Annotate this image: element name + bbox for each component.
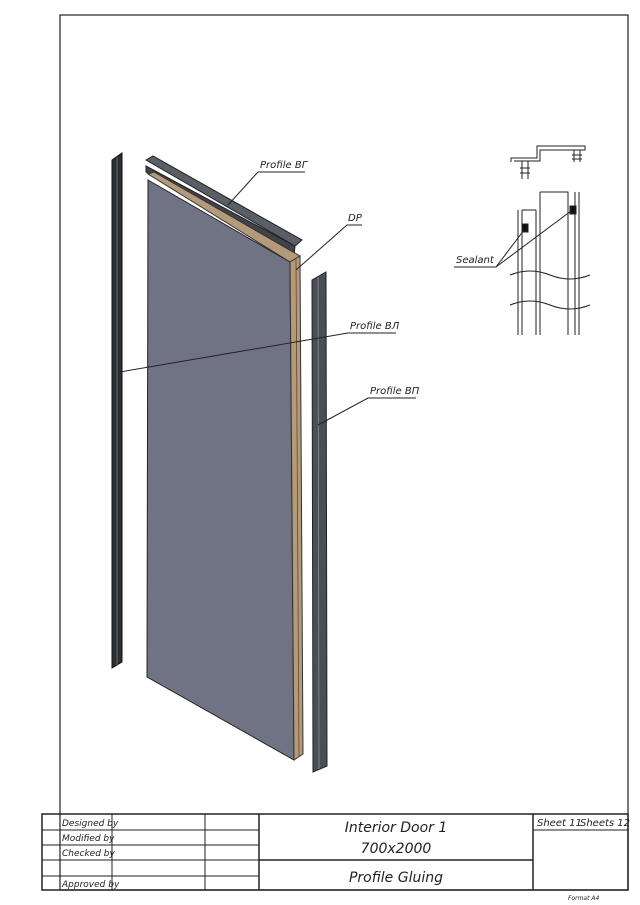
drawing-subtitle: Profile Gluing — [349, 870, 443, 886]
role-designed-by: Designed by — [62, 819, 119, 829]
profile-left — [111, 152, 123, 669]
label-sealant: Sealant — [456, 255, 495, 266]
callout-profile-left: Profile ВЛ — [119, 321, 400, 373]
callout-profile-top: Profile ВГ — [227, 160, 309, 206]
title-block — [41, 813, 629, 891]
sheet-number: Sheet 11 — [537, 818, 582, 829]
callout-dp: DP — [295, 213, 363, 271]
drawing-title: Interior Door 1 — [345, 820, 448, 836]
label-dp: DP — [348, 213, 363, 224]
label-profile-left: Profile ВЛ — [350, 321, 400, 332]
label-profile-top: Profile ВГ — [260, 160, 309, 171]
door-panel — [146, 171, 304, 761]
sheets-total: Sheets 12 — [580, 818, 630, 829]
role-modified-by: Modified by — [62, 834, 115, 844]
callout-profile-right: Profile ВП — [317, 386, 420, 426]
label-profile-right: Profile ВП — [370, 386, 420, 397]
detail-section: Sealant — [454, 145, 591, 335]
paper-format: Format A4 — [568, 895, 599, 902]
profile-right — [311, 271, 328, 773]
drawing-size: 700x2000 — [361, 841, 432, 857]
role-approved-by: Approved by — [61, 880, 120, 890]
role-checked-by: Checked by — [62, 849, 116, 859]
